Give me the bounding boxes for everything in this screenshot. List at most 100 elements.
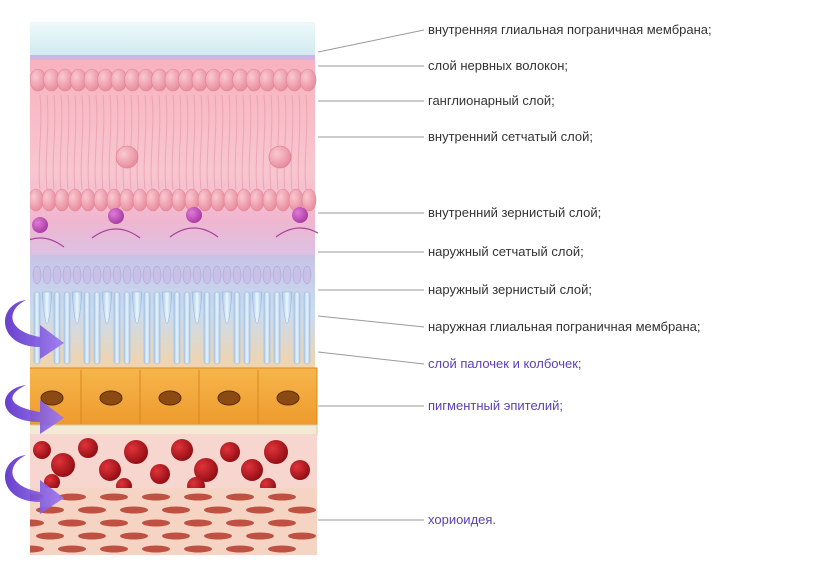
rods-and-cones xyxy=(32,265,312,365)
pigment-cell-nucleus xyxy=(158,390,182,406)
choroid-patch xyxy=(268,519,296,527)
horizontal-cell-dendrite xyxy=(275,227,318,238)
nerve-fiber xyxy=(108,94,112,191)
choroid-patch xyxy=(100,545,128,553)
horizontal-cell xyxy=(292,207,308,223)
choroid-patch xyxy=(246,532,274,540)
rod-cell xyxy=(183,291,191,365)
membrane-edge xyxy=(30,55,315,61)
photoreceptor-nucleus xyxy=(172,265,182,285)
choroid-patch xyxy=(226,493,254,501)
nerve-fiber xyxy=(171,94,175,191)
photoreceptor-nucleus xyxy=(292,265,302,285)
horizontal-cell-dendrite xyxy=(169,227,219,238)
photoreceptor-nucleus xyxy=(282,265,292,285)
layer-label: наружный сетчатый слой; xyxy=(428,244,584,259)
rod-cell xyxy=(243,291,251,365)
nerve-fiber xyxy=(164,94,168,191)
horizontal-cell xyxy=(186,207,202,223)
nerve-fiber xyxy=(38,94,42,191)
choroid-vessel xyxy=(171,439,193,461)
nerve-fiber xyxy=(276,94,280,191)
photoreceptor-nucleus xyxy=(102,265,112,285)
choroid-vessel xyxy=(33,441,51,459)
choroid-patch xyxy=(226,545,254,553)
choroid-vessel xyxy=(51,453,75,477)
nerve-fiber xyxy=(199,94,203,191)
pigment-cell-nucleus xyxy=(217,390,241,406)
photoreceptor-nucleus xyxy=(72,265,82,285)
choroid-patch xyxy=(58,519,86,527)
bipolar-cell xyxy=(54,188,70,212)
rod-cell xyxy=(173,291,181,365)
layer-label: слой палочек и колбочек; xyxy=(428,356,582,371)
nerve-fiber xyxy=(115,94,119,191)
photoreceptor-nucleus xyxy=(52,265,62,285)
choroid-patch xyxy=(268,545,296,553)
layer-label: внутренняя глиальная пограничная мембран… xyxy=(428,22,712,37)
nerve-fibers xyxy=(38,94,308,191)
cone-cell xyxy=(41,291,53,324)
pigment-cell-nucleus xyxy=(40,390,64,406)
bruch-membrane xyxy=(30,424,318,436)
choroid-patches xyxy=(30,493,316,553)
nerve-fiber xyxy=(52,94,56,191)
nerve-fiber xyxy=(150,94,154,191)
layer-label: внутренний зернистый слой; xyxy=(428,205,602,220)
rod-cell xyxy=(213,291,221,365)
choroid-patch xyxy=(288,506,316,514)
nerve-fiber xyxy=(87,94,91,191)
photoreceptor-nucleus xyxy=(272,265,282,285)
horizontal-cell xyxy=(108,208,124,224)
photoreceptor-nucleus xyxy=(222,265,232,285)
nerve-fiber xyxy=(269,94,273,191)
rod-cell xyxy=(263,291,271,365)
photoreceptor-tissue xyxy=(30,255,315,370)
bipolar-cell xyxy=(158,188,174,212)
nerve-fiber xyxy=(262,94,266,191)
photoreceptor-nucleus xyxy=(302,265,312,285)
choroid-patch xyxy=(58,493,86,501)
nerve-fiber xyxy=(255,94,259,191)
bipolar-cell xyxy=(249,188,265,212)
choroid-patch xyxy=(100,519,128,527)
choroid-patch xyxy=(142,493,170,501)
rod-cell xyxy=(53,291,61,365)
layer-label: пигментный эпителий; xyxy=(428,398,564,413)
photoreceptor-nucleus xyxy=(42,265,52,285)
choroid-patch xyxy=(36,532,64,540)
bipolar-cell xyxy=(93,188,109,212)
choroid-patch xyxy=(204,506,232,514)
inner-nuclear-cells xyxy=(30,188,318,248)
leader-line xyxy=(317,315,425,328)
choroid-patch xyxy=(184,493,212,501)
choroid-patch xyxy=(184,545,212,553)
nerve-fiber xyxy=(206,94,210,191)
layer-label: внутренний сетчатый слой; xyxy=(428,129,593,144)
choroid-patch xyxy=(246,506,274,514)
amacrine-cell xyxy=(115,145,139,169)
choroid-vessel xyxy=(150,464,170,484)
cone-cell xyxy=(281,291,293,324)
bipolar-cell xyxy=(132,188,148,212)
choroid-vessel xyxy=(194,458,218,482)
choroid-patch xyxy=(142,519,170,527)
nerve-fiber xyxy=(220,94,224,191)
photoreceptor-nucleus xyxy=(62,265,72,285)
photoreceptor-nucleus xyxy=(252,265,262,285)
nerve-fiber xyxy=(213,94,217,191)
leader-line xyxy=(317,351,425,365)
cone-cell xyxy=(251,291,263,324)
light-arrow xyxy=(5,300,64,359)
pigment-cell-nucleus xyxy=(276,390,300,406)
choroid-patch xyxy=(288,532,316,540)
leader-lines xyxy=(317,29,425,521)
choroid-patch xyxy=(120,532,148,540)
nerve-fiber xyxy=(129,94,133,191)
photoreceptor-nucleus xyxy=(202,265,212,285)
ganglion-cell xyxy=(299,68,317,92)
photoreceptor-nucleus xyxy=(212,265,222,285)
rod-cell xyxy=(203,291,211,365)
photoreceptor-nucleus xyxy=(82,265,92,285)
